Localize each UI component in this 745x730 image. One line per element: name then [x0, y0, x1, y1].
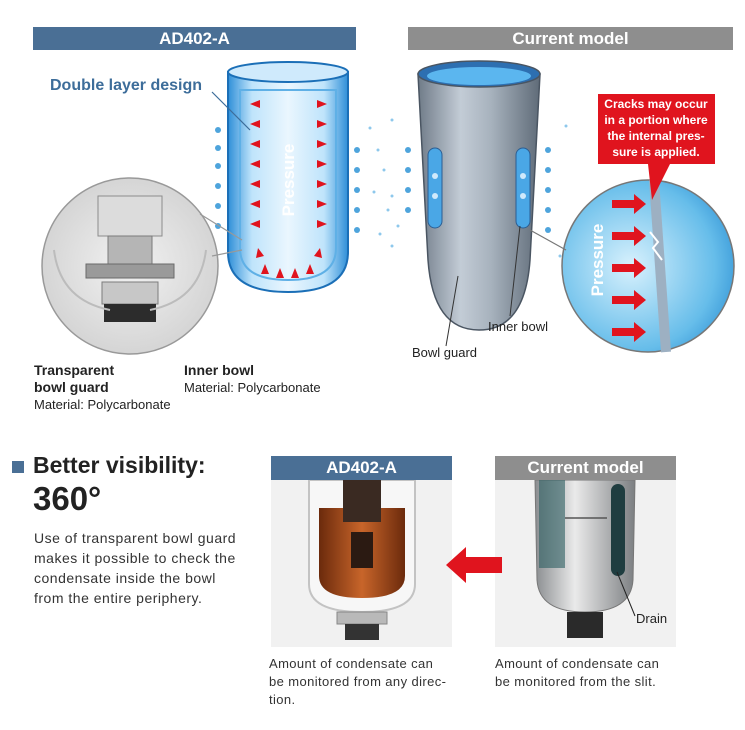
drain-label: Drain — [636, 610, 668, 627]
crack-note-line: sure is applied. — [612, 145, 700, 159]
crack-warning-note: Cracks may occur in a portion where the … — [600, 96, 712, 160]
ad402a-header-top: AD402-A — [33, 27, 356, 50]
transparent-guard-line: Transparent — [34, 362, 115, 378]
ad402a-bowl-illustration — [41, 60, 735, 355]
crack-note-line: the internal pres- — [607, 129, 705, 143]
crack-note-line: Cracks may occur — [604, 97, 708, 111]
caption-line: Amount of condensate can — [269, 656, 434, 671]
description-line: Use of transparent bowl guard — [34, 530, 237, 546]
caption-line: tion. — [269, 692, 296, 707]
visibility-title: Better visibility: — [33, 452, 206, 478]
current-model-header-top: Current model — [408, 27, 733, 50]
crack-note-line: in a portion where — [604, 113, 708, 127]
comparison-arrow — [446, 547, 502, 583]
inner-bowl-left-material: Material: Polycarbonate — [184, 380, 321, 395]
inner-bowl-left-label: Inner bowl Material: Polycarbonate — [184, 362, 321, 396]
transparent-guard-material: Material: Polycarbonate — [34, 397, 171, 412]
transparent-guard-line: bowl guard — [34, 379, 109, 395]
caption-line: Amount of condensate can — [495, 656, 660, 671]
bowl-guard-label: Bowl guard — [412, 345, 478, 360]
ad402a-header-bottom: AD402-A — [271, 456, 452, 480]
ad402a-caption: Amount of condensate can be monitored fr… — [269, 655, 446, 709]
ad402a-photo — [271, 480, 452, 647]
double-layer-label: Double layer design — [50, 77, 203, 94]
visibility-description: Use of transparent bowl guard makes it p… — [34, 528, 236, 608]
caption-line: be monitored from the slit. — [495, 674, 657, 689]
description-line: condensate inside the bowl — [34, 570, 216, 586]
visibility-angle: 360° — [33, 480, 102, 517]
caption-line: be monitored from any direc- — [269, 674, 447, 689]
description-line: makes it possible to check the — [34, 550, 236, 566]
description-line: from the entire periphery. — [34, 590, 203, 606]
bullet-square — [12, 461, 24, 473]
transparent-bowl-guard-label: Transparent bowl guard Material: Polycar… — [34, 362, 171, 413]
pressure-label-right: Pressure — [588, 223, 607, 297]
current-model-header-bottom: Current model — [495, 456, 676, 480]
current-model-caption: Amount of condensate can be monitored fr… — [495, 655, 659, 691]
inner-bowl-right-label: Inner bowl — [488, 319, 548, 334]
inner-bowl-left-title: Inner bowl — [184, 362, 254, 378]
pressure-label-left: Pressure — [279, 143, 298, 217]
